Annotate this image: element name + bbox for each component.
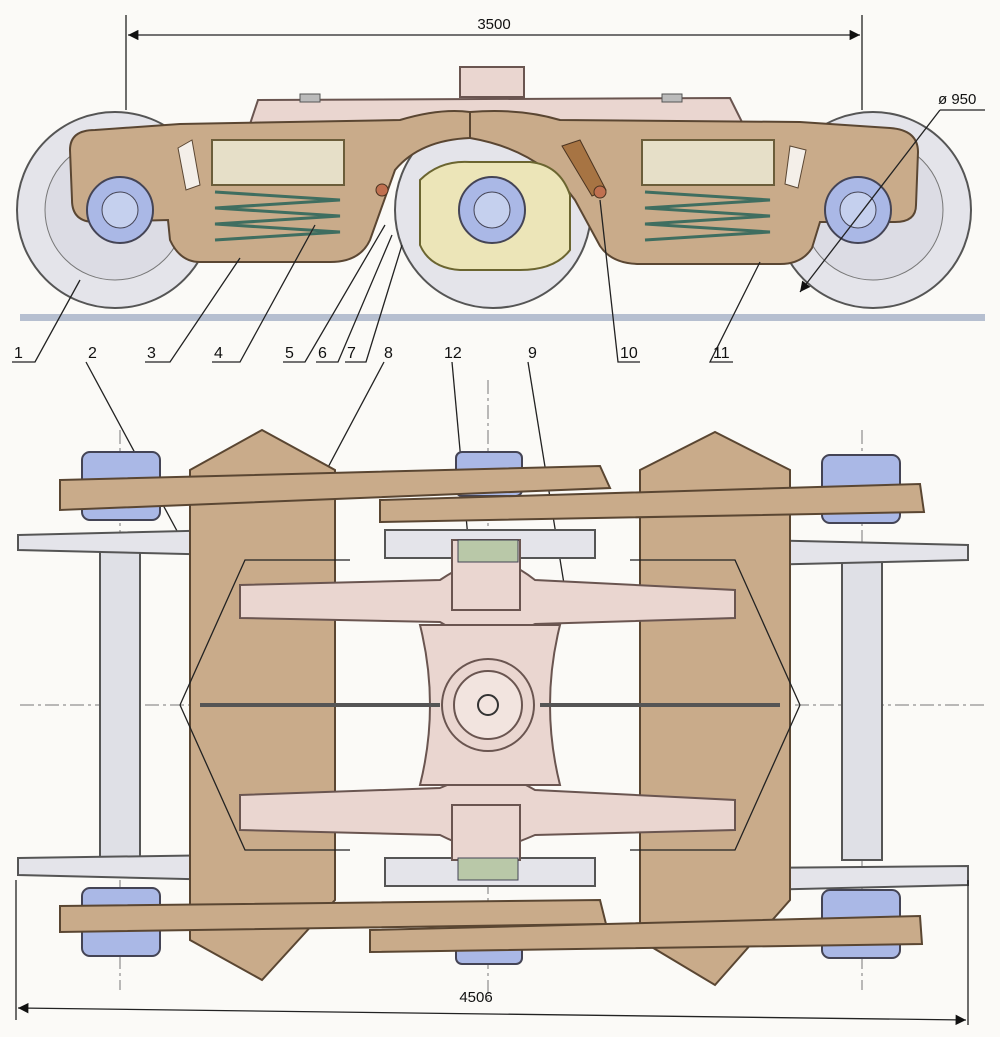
spring-cap-right	[641, 139, 775, 186]
brake-rod-left-upper	[179, 559, 350, 706]
side-bearing-left	[299, 93, 321, 103]
rail	[20, 314, 985, 321]
brake-rod-right-lower	[630, 704, 801, 851]
callout-3: 3	[147, 345, 156, 362]
bolster-pad-bottom	[451, 804, 521, 861]
leader-1	[12, 279, 81, 363]
callout-4: 4	[214, 345, 223, 362]
callout-11: 11	[713, 345, 730, 362]
frame-window-left	[177, 139, 201, 191]
callout-1: 1	[14, 345, 23, 362]
length-dimension-line	[17, 1002, 967, 1026]
spring-cap-left	[211, 139, 345, 186]
leader-11	[708, 261, 761, 363]
hanger-pin	[375, 183, 389, 197]
callout-8: 8	[384, 345, 393, 362]
leader-10	[599, 199, 640, 363]
spring-plank-bottom	[457, 857, 519, 881]
leader-6	[316, 234, 393, 363]
spring-set-left	[214, 190, 341, 242]
side-view: 3500	[16, 15, 985, 321]
callout-9: 9	[528, 345, 537, 362]
brake-rod-right-upper	[630, 559, 801, 706]
wheelbase-dimension: 3500	[477, 16, 510, 33]
axle-box-right-cap	[839, 191, 877, 229]
side-bearing-right	[661, 93, 683, 103]
side-frame-left	[68, 110, 471, 263]
axle-box-center-cap	[473, 191, 511, 229]
axle-left	[99, 544, 141, 866]
callout-7: 7	[347, 345, 356, 362]
leader-5	[283, 224, 386, 363]
axle-box-left-cap	[101, 191, 139, 229]
leader-3	[145, 257, 241, 363]
side-frame-plan-top-right	[379, 482, 926, 524]
centre-pivot-plate	[459, 66, 525, 98]
brake-rod-left-lower	[179, 704, 350, 851]
callout-2: 2	[88, 345, 97, 362]
brake-pin	[593, 185, 607, 199]
spring-set-right	[644, 190, 771, 242]
leader-7	[345, 244, 403, 363]
callout-10: 10	[620, 345, 638, 362]
plan-view: 4506	[15, 380, 985, 1026]
side-frame-plan-top-left	[59, 464, 612, 512]
centre-pivot-ring	[453, 670, 523, 740]
overall-length-dimension: 4506	[459, 989, 492, 1006]
side-frame-plan-bottom-right	[369, 914, 924, 954]
diameter-leader	[799, 109, 941, 293]
callout-12: 12	[444, 345, 462, 362]
spring-plank-top	[457, 539, 519, 563]
frame-window-right	[784, 145, 807, 189]
centre-pivot-pin	[477, 694, 499, 716]
callout-labels: 1 2 3 4 5 6 7 8 12 9 10 11	[14, 345, 730, 362]
callout-5: 5	[285, 345, 294, 362]
axle-right	[841, 554, 883, 861]
wheel-diameter: ø 950	[938, 91, 976, 108]
leader-4	[212, 224, 316, 363]
callout-6: 6	[318, 345, 327, 362]
